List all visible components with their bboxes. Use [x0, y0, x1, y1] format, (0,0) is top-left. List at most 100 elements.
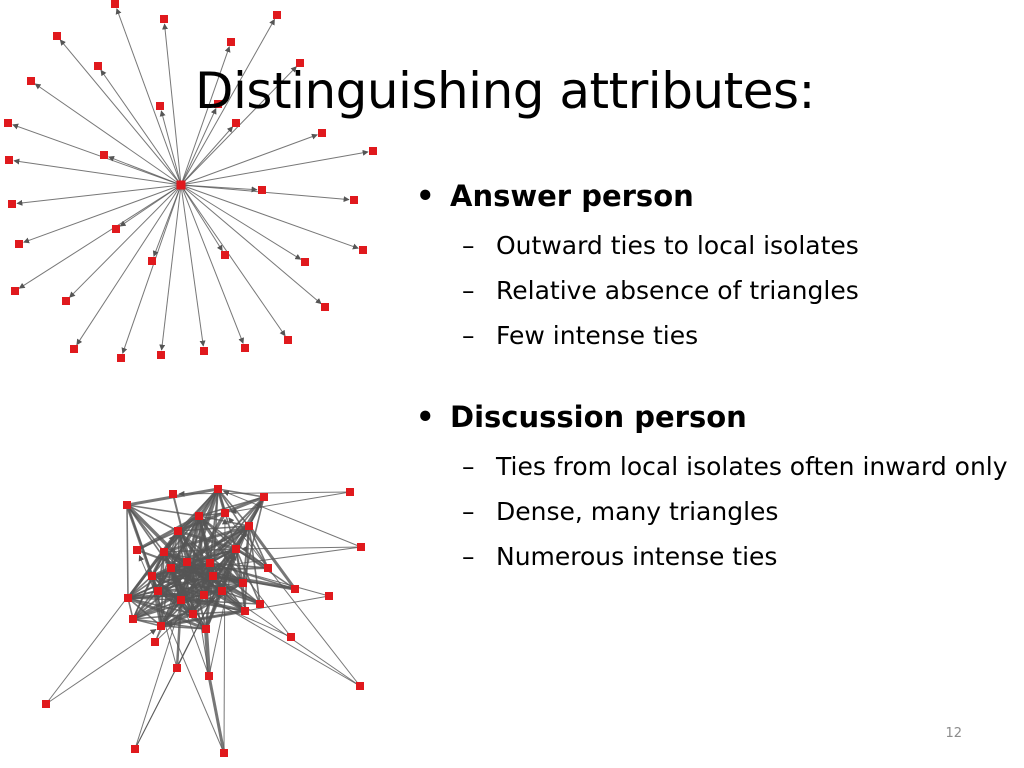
discussion-network-edges	[45, 487, 362, 754]
sub-bullet: – Dense, many triangles	[410, 497, 1010, 527]
network-edge	[235, 548, 261, 605]
network-node	[264, 564, 272, 572]
network-edge	[241, 545, 362, 552]
network-edge	[115, 8, 182, 186]
network-edge	[191, 569, 244, 584]
network-node	[232, 119, 240, 127]
network-node	[241, 344, 249, 352]
network-node	[177, 596, 185, 604]
network-edge	[247, 525, 297, 590]
network-node	[359, 246, 367, 254]
network-node	[27, 77, 35, 85]
network-edge	[175, 599, 183, 669]
network-node	[260, 493, 268, 501]
network-node	[100, 151, 108, 159]
network-node	[287, 633, 295, 641]
network-node	[239, 579, 247, 587]
network-edge	[162, 23, 182, 186]
network-edge	[163, 524, 250, 554]
network-edge	[202, 520, 292, 638]
network-edge	[180, 184, 286, 337]
network-node	[148, 257, 156, 265]
network-node	[189, 610, 197, 618]
bullet-icon: •	[416, 179, 435, 213]
discussion-network-nodes	[42, 485, 365, 757]
network-node	[183, 558, 191, 566]
network-edge	[154, 574, 190, 643]
dash-icon: –	[462, 276, 475, 305]
network-edge	[126, 504, 179, 532]
bullet-answer-person: • Answer person – Outward ties to local …	[410, 176, 1010, 351]
network-edge	[177, 525, 250, 532]
network-node	[205, 672, 213, 680]
network-node	[129, 615, 137, 623]
network-node	[218, 587, 226, 595]
network-node	[369, 147, 377, 155]
network-edge	[76, 184, 182, 346]
network-edge	[136, 530, 179, 551]
network-node	[346, 488, 354, 496]
network-edge	[180, 184, 244, 344]
network-node	[53, 32, 61, 40]
network-node	[151, 638, 159, 646]
network-edge	[69, 184, 182, 298]
network-node	[111, 0, 119, 8]
network-node	[200, 591, 208, 599]
network-edge	[180, 108, 217, 186]
network-edge	[152, 581, 178, 669]
sub-bullet: – Numerous intense ties	[410, 542, 1010, 572]
network-node	[157, 622, 165, 630]
network-node	[160, 15, 168, 23]
network-node	[8, 200, 16, 208]
sub-bullet-text: Relative absence of triangles	[496, 276, 859, 305]
network-edge	[125, 503, 194, 572]
network-edge	[180, 184, 322, 305]
network-edge	[154, 598, 201, 643]
network-edge	[34, 83, 182, 186]
network-edge	[180, 184, 302, 260]
dash-icon: –	[462, 497, 475, 526]
network-edge	[221, 518, 228, 754]
network-node	[42, 700, 50, 708]
sub-bullet-text: Numerous intense ties	[496, 542, 778, 571]
network-node	[15, 240, 23, 248]
network-edge	[180, 133, 318, 186]
network-node	[325, 592, 333, 600]
network-node	[318, 129, 326, 137]
network-edge	[208, 597, 361, 687]
network-node	[117, 354, 125, 362]
network-node	[11, 287, 19, 295]
network-edge	[215, 563, 330, 597]
network-edge	[180, 184, 359, 250]
network-node	[321, 303, 329, 311]
network-edge	[126, 504, 200, 517]
network-edge	[180, 184, 223, 252]
network-node	[356, 682, 364, 690]
network-node	[284, 336, 292, 344]
network-edge	[198, 515, 269, 569]
network-edge	[138, 554, 225, 754]
network-node	[173, 664, 181, 672]
network-node	[160, 548, 168, 556]
network-node	[156, 102, 164, 110]
network-edge	[190, 524, 251, 572]
dash-icon: –	[462, 231, 475, 260]
network-edge	[45, 628, 157, 705]
sub-bullet: – Relative absence of triangles	[410, 276, 1010, 306]
network-edge	[212, 496, 265, 577]
network-node	[220, 749, 228, 757]
sub-bullet-text: Dense, many triangles	[496, 497, 779, 526]
network-node	[273, 11, 281, 19]
slide-number: 12	[945, 726, 962, 741]
network-edge	[190, 488, 220, 571]
network-node	[174, 527, 182, 535]
network-node	[112, 225, 120, 233]
sub-bullet-text: Few intense ties	[496, 321, 699, 350]
network-edge	[191, 515, 200, 571]
network-edge	[248, 525, 269, 569]
network-node	[94, 62, 102, 70]
sub-bullet-text: Outward ties to local isolates	[496, 231, 859, 260]
network-node	[214, 485, 222, 493]
bullet-list: • Answer person – Outward ties to local …	[410, 176, 1010, 618]
